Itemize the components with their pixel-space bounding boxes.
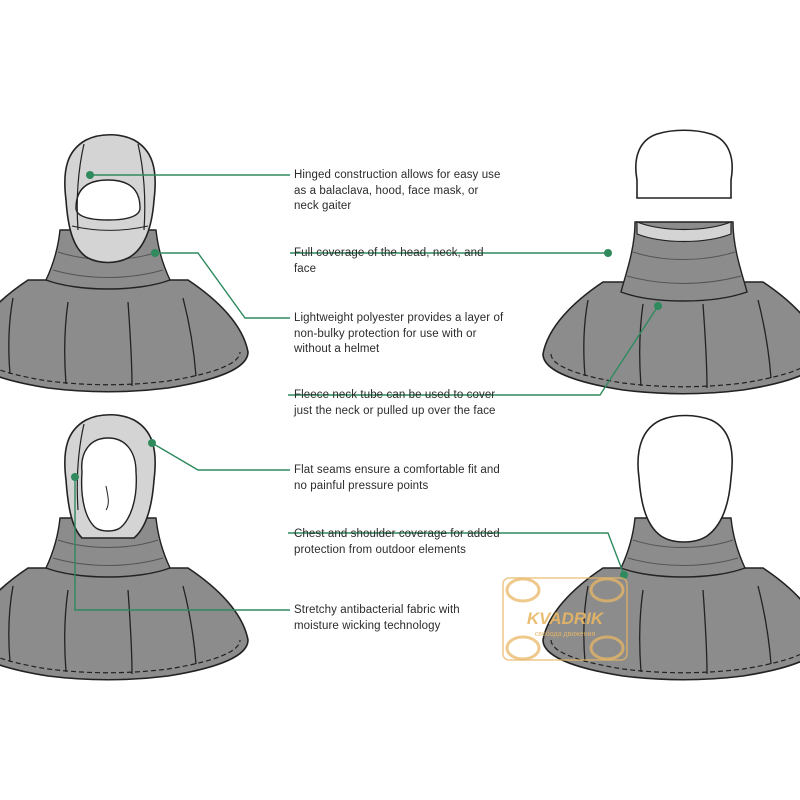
callout-full-coverage: Full coverage of the head, neck, and fac… bbox=[294, 247, 484, 275]
callout-stretchy-fabric: Stretchy antibacterial fabric with moist… bbox=[294, 604, 460, 632]
leader-lines bbox=[74, 174, 659, 611]
leader-dots bbox=[71, 171, 662, 579]
figure-balaclava bbox=[0, 133, 249, 393]
kvadrik-logo: KVADRIK свобода движения bbox=[502, 577, 628, 661]
callout-flat-seams: Flat seams ensure a comfortable fit and … bbox=[294, 464, 500, 492]
callout-chest-shoulder: Chest and shoulder coverage for added pr… bbox=[294, 528, 500, 556]
callout-hinged-construction: Hinged construction allows for easy use … bbox=[294, 169, 501, 212]
callout-fleece-neck-tube: Fleece neck tube can be used to cover ju… bbox=[294, 389, 496, 417]
watermark-brand: KVADRIK bbox=[527, 609, 605, 628]
callout-lightweight-polyester: Lightweight polyester provides a layer o… bbox=[294, 312, 504, 355]
figure-hood bbox=[0, 413, 249, 681]
watermark-tagline: свобода движения bbox=[535, 630, 596, 638]
figure-collar bbox=[542, 414, 800, 681]
figure-neck-gaiter bbox=[542, 129, 800, 395]
